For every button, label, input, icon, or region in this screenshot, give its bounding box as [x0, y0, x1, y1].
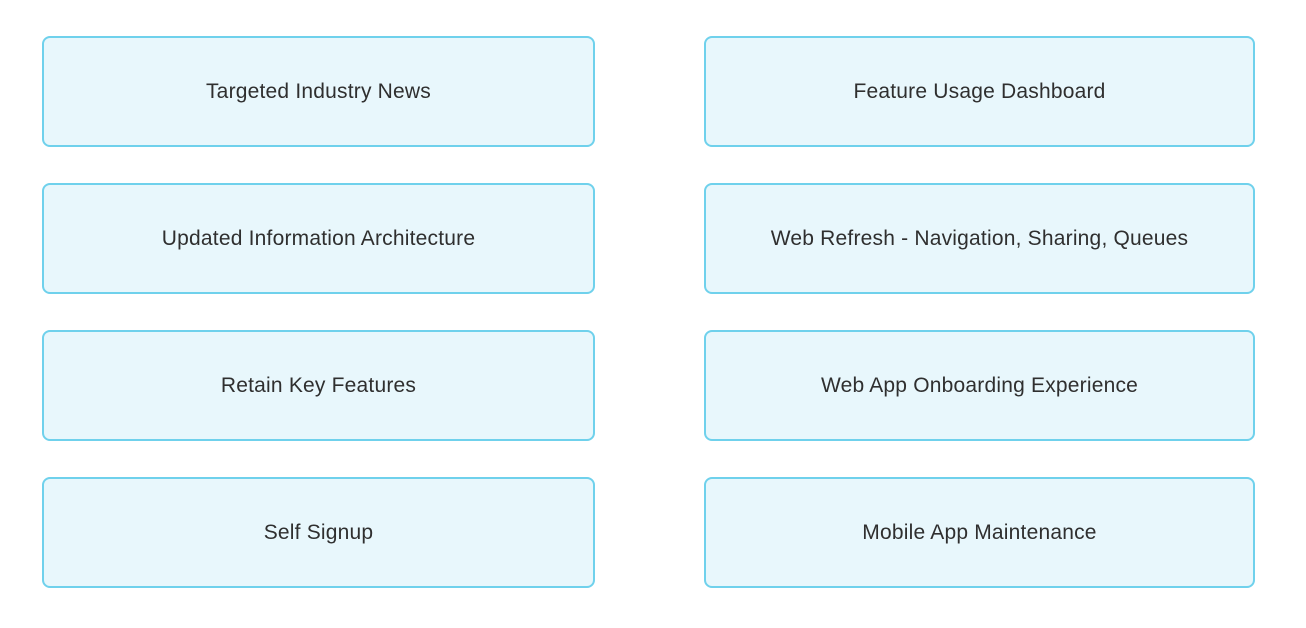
- card-label: Updated Information Architecture: [161, 226, 476, 250]
- card-label: Mobile App Maintenance: [862, 520, 1097, 544]
- card-board: Targeted Industry News Updated Informati…: [42, 36, 1255, 588]
- card-label: Feature Usage Dashboard: [853, 79, 1106, 103]
- card-updated-information-architecture[interactable]: Updated Information Architecture: [42, 183, 595, 294]
- card-feature-usage-dashboard[interactable]: Feature Usage Dashboard: [704, 36, 1255, 147]
- card-targeted-industry-news[interactable]: Targeted Industry News: [42, 36, 595, 147]
- card-web-refresh-navigation-sharing-queues[interactable]: Web Refresh - Navigation, Sharing, Queue…: [704, 183, 1255, 294]
- card-web-app-onboarding-experience[interactable]: Web App Onboarding Experience: [704, 330, 1255, 441]
- card-label: Retain Key Features: [220, 373, 417, 397]
- card-retain-key-features[interactable]: Retain Key Features: [42, 330, 595, 441]
- card-label: Web Refresh - Navigation, Sharing, Queue…: [770, 226, 1189, 250]
- card-self-signup[interactable]: Self Signup: [42, 477, 595, 588]
- card-label: Web App Onboarding Experience: [820, 373, 1139, 397]
- card-mobile-app-maintenance[interactable]: Mobile App Maintenance: [704, 477, 1255, 588]
- card-label: Targeted Industry News: [205, 79, 431, 103]
- card-label: Self Signup: [263, 520, 374, 544]
